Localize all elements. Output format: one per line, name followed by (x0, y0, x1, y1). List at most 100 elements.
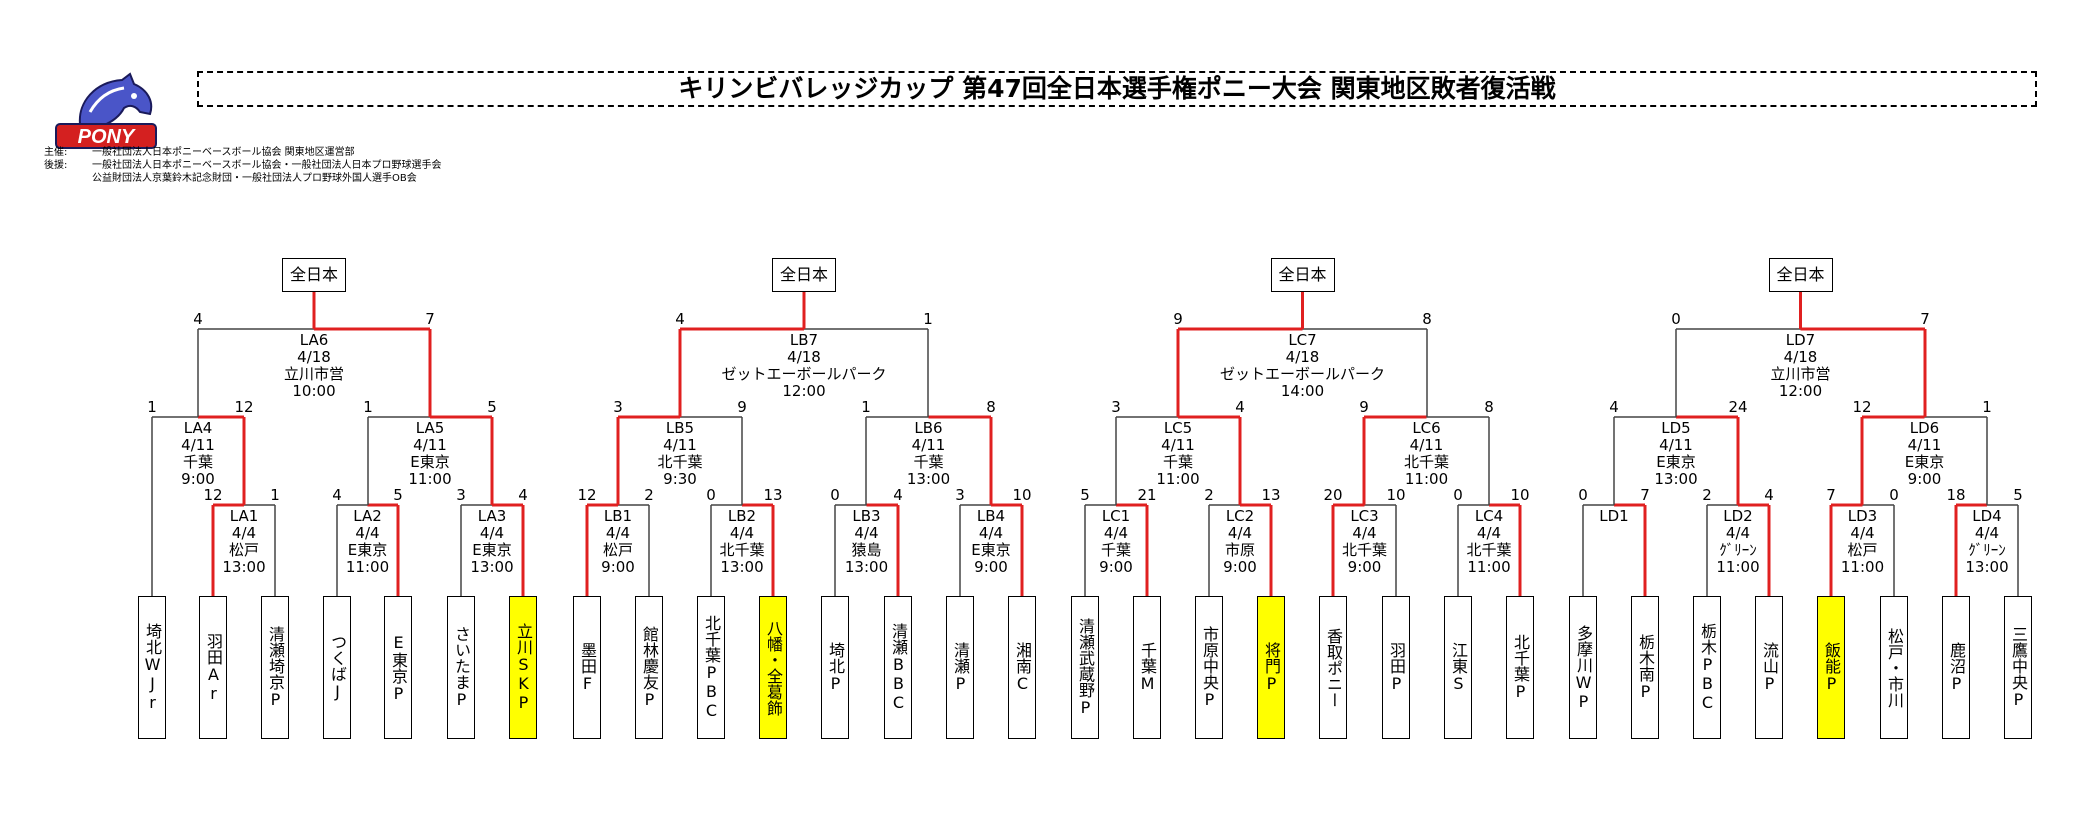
bracket-3-final-info-0: LD7 (1785, 331, 1816, 349)
team-box: 松戸・市川 (1880, 596, 1908, 739)
bracket-1-first-0-info-1: 4/4 (605, 524, 631, 542)
bracket-1-first-2-info-3: 13:00 (844, 558, 889, 576)
bracket-2-first-0-info-0: LC1 (1101, 507, 1131, 525)
bracket-1-first-0-info-2: 松戸 (602, 541, 634, 559)
bracket-1-first-1-info-2: 北千葉 (719, 541, 765, 559)
bracket-1-first-2-info-0: LB3 (852, 507, 881, 525)
sponsor-label-1: 主催: (44, 147, 68, 158)
team-name: 江東S (1449, 642, 1468, 693)
bracket-1-first-2-score-right: 4 (893, 486, 903, 504)
team-name: 羽田Ar (204, 632, 223, 703)
team-name: つくばJ (328, 634, 347, 701)
team-box: 香取ポニー (1319, 596, 1347, 739)
bracket-1-first-1-info-0: LB2 (727, 507, 757, 525)
team-name: 埼北P (826, 642, 845, 693)
team-box: 埼北P (821, 596, 849, 739)
bracket-3-first-1-score-left: 2 (1702, 486, 1712, 504)
bracket-3-final-info-3: 12:00 (1778, 382, 1823, 400)
bracket-1-first-2-info-2: 猿島 (851, 541, 882, 559)
bracket-0-semi-1-info-0: LA5 (415, 419, 445, 437)
team-box: 将門P (1257, 596, 1285, 739)
bracket-3-first-3-score-left: 18 (1946, 486, 1966, 504)
bracket-2-final-info-0: LC7 (1288, 331, 1317, 349)
bracket-2-first-1-info-0: LC2 (1225, 507, 1255, 525)
team-box: E東京P (384, 596, 412, 739)
team-name: 墨田F (578, 642, 597, 693)
bracket-2-semi-1-score-right: 8 (1484, 398, 1494, 416)
bracket-1-first-2-score-left: 0 (830, 486, 840, 504)
team-box: 清瀬埼京P (261, 596, 289, 739)
bracket-2-first-3-info-0: LC4 (1474, 507, 1504, 525)
bracket-0-first-1-score-left: 4 (332, 486, 342, 504)
team-name: 館林慶友P (640, 626, 659, 709)
bracket-2-first-1-info-3: 9:00 (1223, 558, 1257, 576)
bracket-0-semi-0-score-left: 1 (147, 398, 157, 416)
team-box: 栃木南P (1631, 596, 1659, 739)
bracket-2-first-1-info-2: 市原 (1224, 541, 1256, 559)
bracket-3-first-3-score-right: 5 (2013, 486, 2023, 504)
bracket-3-first-1-info-2: ｸﾞﾘｰﾝ (1719, 541, 1757, 559)
team-name: 栃木南P (1636, 634, 1655, 701)
bracket-2-first-2-score-left: 20 (1323, 486, 1343, 504)
bracket-3-first-2-score-left: 7 (1826, 486, 1836, 504)
team-name: 羽田P (1387, 642, 1406, 693)
team-box: 立川SKP (509, 596, 537, 739)
bracket-2-first-1-score-left: 2 (1204, 486, 1214, 504)
bracket-2-final-score-right: 8 (1422, 310, 1432, 328)
bracket-2-semi-1-info-1: 4/11 (1409, 436, 1444, 454)
bracket-2-semi-1-info-0: LC6 (1412, 419, 1441, 437)
bracket-3-first-1-info-3: 11:00 (1716, 558, 1760, 576)
bracket-2-first-2-info-1: 4/4 (1352, 524, 1377, 542)
team-box: つくばJ (323, 596, 351, 739)
bracket-0-first-1-info-3: 11:00 (345, 558, 390, 576)
page-title: キリンビバレッジカップ 第47回全日本選手権ポニー大会 関東地区敗者復活戦 (197, 71, 2037, 107)
bracket-1-semi-0-score-right: 9 (737, 398, 747, 416)
bracket-2-first-0-score-right: 21 (1137, 486, 1157, 504)
bracket-2-semi-0-info-3: 11:00 (1156, 470, 1200, 488)
team-name: 多摩川WP (1574, 624, 1593, 711)
team-name: 飯能P (1822, 642, 1841, 693)
team-name: 北千葉PBC (702, 615, 721, 720)
team-name: 市原中央P (1200, 626, 1219, 709)
team-box: 飯能P (1817, 596, 1845, 739)
bracket-1-final-score-right: 1 (923, 310, 933, 328)
bracket-1-final-score-left: 4 (675, 310, 685, 328)
bracket-1-first-3-score-left: 3 (955, 486, 965, 504)
bracket-2-semi-0-score-left: 3 (1111, 398, 1121, 416)
bracket-2-final-info-1: 4/18 (1285, 348, 1320, 366)
bracket-0-first-0-info-1: 4/4 (231, 524, 257, 542)
bracket-3-semi-0-info-2: E東京 (1656, 453, 1696, 471)
bracket-0-final-info-3: 10:00 (292, 382, 336, 400)
bracket-0-final-score-left: 4 (193, 310, 203, 328)
team-box: 北千葉PBC (697, 596, 725, 739)
bracket-1-semi-1-score-right: 8 (986, 398, 996, 416)
bracket-0-first-2-info-3: 13:00 (470, 558, 514, 576)
bracket-3-semi-0-score-left: 4 (1609, 398, 1619, 416)
team-name: 千葉M (1138, 642, 1157, 693)
bracket-3-first-2-info-3: 11:00 (1840, 558, 1885, 576)
bracket-2-final-score-left: 9 (1173, 310, 1183, 328)
team-name: 松戸・市川 (1885, 627, 1904, 708)
bracket-0-semi-1-info-3: 11:00 (408, 470, 452, 488)
team-name: さいたまP (452, 626, 471, 709)
bracket-3-semi-0-info-3: 13:00 (1654, 470, 1698, 488)
bracket-1-semi-1-info-3: 13:00 (906, 470, 951, 488)
bracket-0-semi-0-info-2: 千葉 (182, 453, 214, 471)
bracket-1-first-2-info-1: 4/4 (854, 524, 879, 542)
team-box: 栃木PBC (1693, 596, 1721, 739)
bracket-2-first-2-info-3: 9:00 (1347, 558, 1382, 576)
team-box: 多摩川WP (1569, 596, 1597, 739)
team-name: 北千葉P (1511, 634, 1530, 701)
bracket-1-first-0-score-left: 12 (577, 486, 597, 504)
bracket-3-final-info-2: 立川市営 (1770, 365, 1831, 383)
bracket-2-semi-1-score-left: 9 (1359, 398, 1369, 416)
team-box: 江東S (1444, 596, 1472, 739)
final-destination-box: 全日本 (1768, 258, 1833, 292)
team-name: E東京P (389, 632, 408, 703)
team-name: 湘南C (1013, 642, 1032, 693)
bracket-3-semi-0-info-0: LD5 (1661, 419, 1691, 437)
bracket-0-first-1-info-1: 4/4 (355, 524, 380, 542)
final-destination-box: 全日本 (772, 258, 836, 292)
bracket-0-semi-0-info-1: 4/11 (181, 436, 215, 454)
bracket-0-semi-0-info-3: 9:00 (181, 470, 215, 488)
